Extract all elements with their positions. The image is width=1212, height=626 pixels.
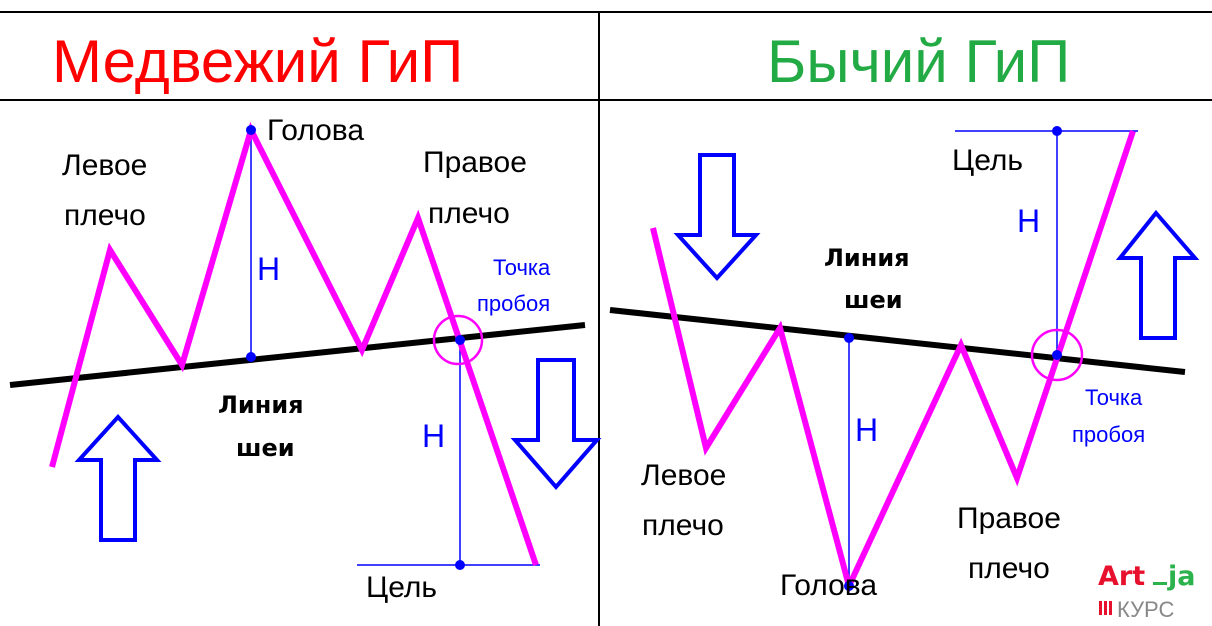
bullish-breakout-circle <box>1030 328 1084 382</box>
bearish-title: Медвежий ГиП <box>52 28 463 95</box>
bullish-neckline-line1: Линия <box>824 244 910 272</box>
bullish-right-shoulder-label: Правое плечо <box>957 502 1069 585</box>
bullish-neckline-label: Линия шеи <box>824 244 918 314</box>
bullish-left-shoulder-line2: плечо <box>642 509 724 542</box>
bullish-neck-dot <box>844 333 854 343</box>
logo-ja: ja <box>1167 561 1195 592</box>
bullish-neckline <box>609 307 1186 375</box>
bearish-breakout-label: Точка пробоя <box>477 255 556 316</box>
bearish-left-shoulder-label: Левое плечо <box>62 149 156 232</box>
frame <box>0 11 1212 626</box>
bullish-title: Бычий ГиП <box>767 28 1070 95</box>
down-arrow-icon <box>673 153 761 281</box>
bearish-neck-dot <box>246 352 256 362</box>
bullish-left-shoulder-line1: Левое <box>641 459 726 492</box>
bullish-head-label: Голова <box>780 569 877 602</box>
bearish-left-shoulder-line2: плечо <box>64 199 146 232</box>
bullish-height-label: H <box>1017 203 1040 239</box>
bearish-neckline <box>9 322 586 388</box>
bearish-head-label: Голова <box>267 114 364 147</box>
bullish-neckline-line2: шеи <box>844 286 903 314</box>
bearish-target-label: Цель <box>366 571 437 604</box>
bearish-breakout-circle <box>432 314 484 366</box>
bearish-right-shoulder-line2: плечо <box>428 197 510 230</box>
bearish-breakout-line1: Точка <box>493 255 551 280</box>
logo-art: Art <box>1098 561 1145 592</box>
up-arrow-icon <box>74 414 162 542</box>
bearish-height-label: H <box>257 251 280 287</box>
bullish-right-shoulder-line2: плечо <box>968 552 1050 585</box>
bearish-target-dot <box>455 560 465 570</box>
bearish-breakout-line2: пробоя <box>477 291 550 316</box>
bearish-neckline-label: Линия шеи <box>218 391 312 462</box>
bullish-right-shoulder-line1: Правое <box>957 502 1061 535</box>
bullish-height-label-2: H <box>855 412 878 448</box>
bearish-neckline-line1: Линия <box>218 391 304 419</box>
logo-subtitle: КУРС <box>1117 597 1174 622</box>
bearish-panel: Медвежий ГиП Левое плечо Голова Правое п… <box>9 28 602 604</box>
bullish-breakout-line2: пробоя <box>1072 422 1145 447</box>
bearish-head-dot <box>246 125 256 135</box>
bearish-breakout-dot <box>455 335 465 345</box>
logo-underscore <box>1153 582 1167 585</box>
logo-bars-icon <box>1099 601 1112 615</box>
bullish-panel: Бычий ГиП Цель H H Линия шеи Точка пробо… <box>609 28 1200 602</box>
bullish-left-shoulder-label: Левое плечо <box>641 459 735 542</box>
up-arrow-icon <box>1115 209 1200 340</box>
bullish-breakout-dot <box>1052 350 1062 360</box>
bearish-left-shoulder-line1: Левое <box>62 149 147 182</box>
bearish-right-shoulder-label: Правое плечо <box>423 146 535 230</box>
bearish-neckline-line2: шеи <box>236 434 295 462</box>
bearish-height-label-2: H <box>422 418 445 454</box>
bullish-head-dot <box>844 581 854 591</box>
down-arrow-icon <box>510 358 602 491</box>
bullish-breakout-line1: Точка <box>1085 385 1143 410</box>
artja-logo: Art ja КУРС <box>1098 561 1195 622</box>
bearish-right-shoulder-line1: Правое <box>423 146 527 179</box>
bullish-target-dot <box>1052 126 1062 136</box>
bullish-breakout-label: Точка пробоя <box>1072 385 1148 447</box>
bullish-target-label: Цель <box>952 144 1023 177</box>
